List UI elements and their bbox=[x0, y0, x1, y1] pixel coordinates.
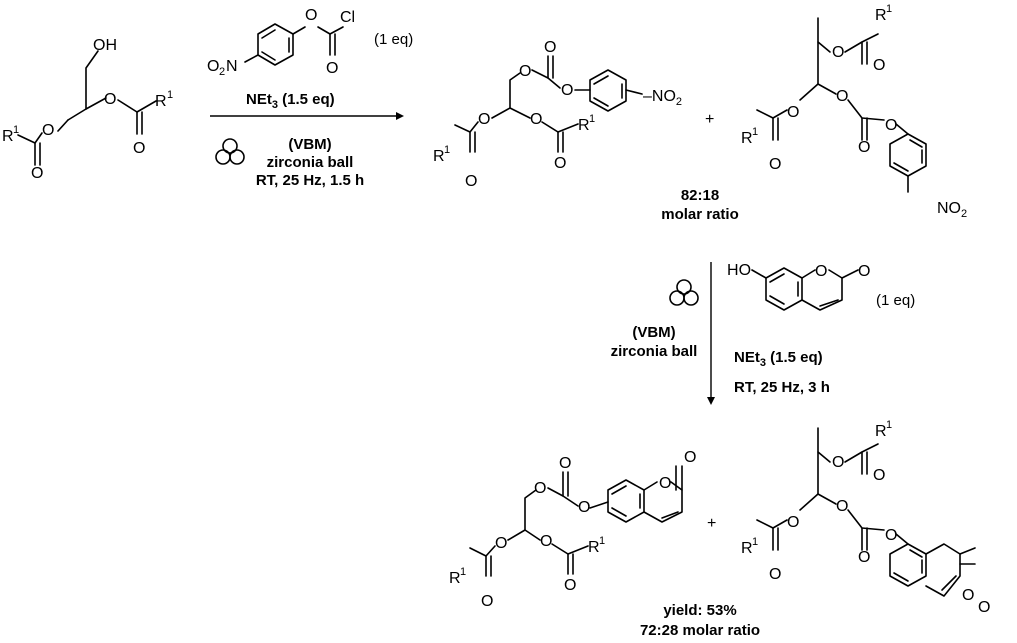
plus-sign: + bbox=[707, 515, 716, 532]
atom-r: R bbox=[875, 423, 887, 440]
atom-o: O bbox=[530, 111, 542, 128]
ball-mill-icon bbox=[215, 138, 245, 165]
product-ratio: 72:28 molar ratio bbox=[640, 622, 760, 639]
atom-o: O bbox=[561, 82, 573, 99]
reagent-hydroxycoumarin: HO O O bbox=[727, 262, 870, 311]
superscript-1: 1 bbox=[460, 566, 466, 578]
atom-o: O bbox=[787, 514, 799, 531]
superscript-1: 1 bbox=[13, 124, 19, 136]
atom-o: O bbox=[659, 475, 671, 492]
atom-ho: HO bbox=[727, 262, 751, 279]
atom-o: O bbox=[769, 156, 781, 173]
reagent-equivalents: (1 eq) bbox=[876, 292, 915, 309]
atom-o: O bbox=[104, 91, 116, 108]
atom-o: O bbox=[885, 117, 897, 134]
atom-o: O bbox=[305, 7, 317, 24]
atom-o: O bbox=[885, 527, 897, 544]
step2-arrow bbox=[707, 262, 715, 405]
atom-o: O bbox=[465, 173, 477, 190]
atom-o: O bbox=[578, 499, 590, 516]
plus-sign: + bbox=[705, 111, 714, 128]
atom-o: O bbox=[836, 88, 848, 105]
atom-o: O bbox=[564, 577, 576, 594]
atom-nitro: –NO2 bbox=[643, 88, 682, 108]
atom-o: O bbox=[554, 155, 566, 172]
intermediate-minor: O R 1 O O O R 1 O O O NO2 bbox=[741, 3, 967, 220]
atom-r: R bbox=[2, 128, 14, 145]
atom-o: O bbox=[31, 165, 43, 182]
atom-r: R bbox=[155, 93, 167, 110]
intermediate-major: O O O –NO2 O O R 1 O R 1 O bbox=[433, 39, 682, 190]
product-yield: yield: 53% bbox=[663, 602, 736, 619]
base-label: NEt3 (1.5 eq) bbox=[246, 91, 335, 111]
superscript-1: 1 bbox=[752, 536, 758, 548]
atom-o: O bbox=[858, 263, 870, 280]
atom-cl: Cl bbox=[340, 9, 355, 26]
superscript-1: 1 bbox=[886, 419, 892, 431]
atom-o: O bbox=[815, 263, 827, 280]
atom-r: R bbox=[433, 148, 445, 165]
atom-o: O bbox=[478, 111, 490, 128]
step2-conditions: (VBM) zirconia ball NEt3 (1.5 eq) RT, 25… bbox=[611, 262, 916, 396]
atom-o: O bbox=[42, 122, 54, 139]
reaction-conditions: RT, 25 Hz, 1.5 h bbox=[256, 172, 364, 189]
atom-o: O bbox=[133, 140, 145, 157]
atom-o: O bbox=[481, 593, 493, 610]
ball-mill-icon bbox=[669, 279, 699, 306]
atom-o: O bbox=[534, 480, 546, 497]
atom-o: O bbox=[769, 566, 781, 583]
atom-nitro: NO2 bbox=[937, 200, 967, 220]
starting-diacylglycerol: OH O O R 1 O R 1 O bbox=[2, 37, 173, 182]
atom-o: O bbox=[787, 104, 799, 121]
atom-o: O bbox=[559, 455, 571, 472]
atom-n: N bbox=[226, 58, 238, 75]
base-label: NEt3 (1.5 eq) bbox=[734, 349, 823, 369]
atom-o: O bbox=[519, 63, 531, 80]
superscript-1: 1 bbox=[444, 144, 450, 156]
atom-o: O bbox=[326, 60, 338, 77]
subscript-2: 2 bbox=[219, 66, 225, 78]
atom-o: O bbox=[495, 535, 507, 552]
atom-o: O bbox=[832, 44, 844, 61]
mill-type: (VBM) bbox=[632, 324, 675, 341]
superscript-1: 1 bbox=[886, 3, 892, 15]
atom-o: O bbox=[858, 549, 870, 566]
atom-r: R bbox=[578, 117, 590, 134]
atom-r: R bbox=[741, 540, 753, 557]
milling-media: zirconia ball bbox=[611, 343, 698, 360]
atom-r: R bbox=[588, 539, 600, 556]
atom-o: O bbox=[832, 454, 844, 471]
atom-o: O bbox=[858, 139, 870, 156]
reagent-nitrophenyl-chloroformate: O Cl O O 2 N (1 eq) bbox=[207, 7, 413, 78]
intermediate-ratio: 82:18 bbox=[681, 187, 719, 204]
atom-r: R bbox=[875, 7, 887, 24]
superscript-1: 1 bbox=[167, 89, 173, 101]
milling-media: zirconia ball bbox=[267, 154, 354, 171]
atom-o: O bbox=[836, 498, 848, 515]
superscript-1: 1 bbox=[752, 126, 758, 138]
atom-o: O bbox=[962, 587, 974, 604]
atom-oh: OH bbox=[93, 37, 117, 54]
mill-type: (VBM) bbox=[288, 136, 331, 153]
reagent-equivalents: (1 eq) bbox=[374, 31, 413, 48]
superscript-1: 1 bbox=[599, 535, 605, 547]
reaction-conditions: RT, 25 Hz, 3 h bbox=[734, 379, 830, 396]
step1-conditions: NEt3 (1.5 eq) (VBM) zirconia ball RT, 25… bbox=[215, 91, 364, 189]
atom-o: O bbox=[540, 533, 552, 550]
product-minor: O R 1 O O O R 1 O O O O O bbox=[741, 419, 990, 616]
atom-r: R bbox=[741, 130, 753, 147]
atom-o: O bbox=[544, 39, 556, 56]
atom-o: O bbox=[978, 599, 990, 616]
step1-arrow bbox=[210, 112, 404, 120]
atom-r: R bbox=[449, 570, 461, 587]
atom-o: O bbox=[873, 467, 885, 484]
intermediate-ratio-label: molar ratio bbox=[661, 206, 739, 223]
atom-o: O bbox=[873, 57, 885, 74]
atom-o: O bbox=[207, 58, 219, 75]
superscript-1: 1 bbox=[589, 113, 595, 125]
atom-o: O bbox=[684, 449, 696, 466]
product-major: O O O O O O O R 1 O R 1 O bbox=[449, 449, 696, 610]
